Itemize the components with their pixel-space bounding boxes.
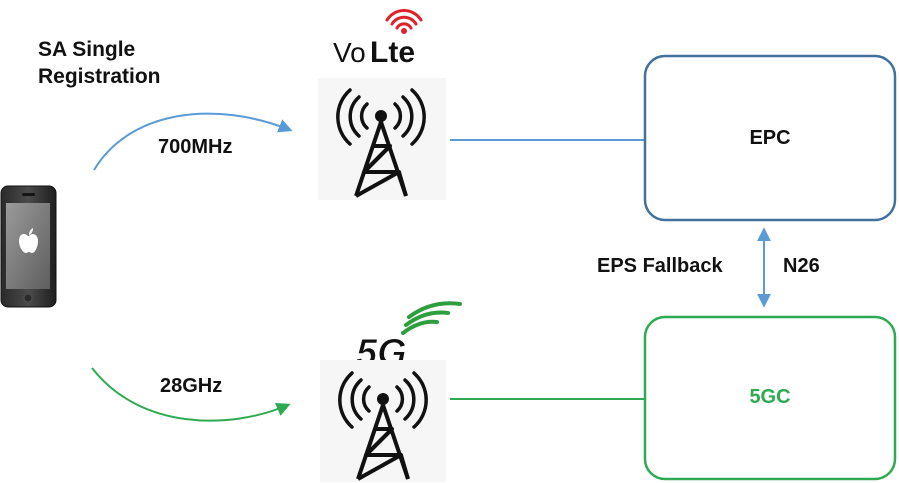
fivegc-label: 5GC [749, 386, 790, 408]
title-line-1: SA Single [38, 38, 135, 61]
nr-tower-icon [320, 360, 446, 482]
volte-signal-icon [385, 9, 423, 30]
diagram-title: SA Single Registration [38, 38, 161, 88]
nr-band-label: 28GHz [160, 375, 222, 397]
n26-label: N26 [783, 255, 820, 277]
lte-tower-icon [318, 78, 446, 200]
nr-radio-link-arrow [91, 367, 291, 422]
volte-logo-prefix: Vo [333, 37, 366, 68]
lte-band-label: 700MHz [158, 136, 232, 158]
epc-label: EPC [749, 127, 790, 149]
fivegc-node: 5GC [643, 315, 897, 481]
volte-logo-suffix: Lte [370, 36, 415, 69]
lte-radio-link-arrow [93, 112, 293, 171]
volte-logo: Vo Lte [333, 9, 423, 69]
apple-logo-icon [19, 228, 38, 253]
smartphone-icon [0, 185, 57, 308]
epc-node: EPC [643, 54, 897, 222]
fiveg-signal-icon [401, 301, 462, 335]
eps-fallback-label: EPS Fallback [597, 255, 723, 277]
title-line-2: Registration [38, 65, 161, 88]
